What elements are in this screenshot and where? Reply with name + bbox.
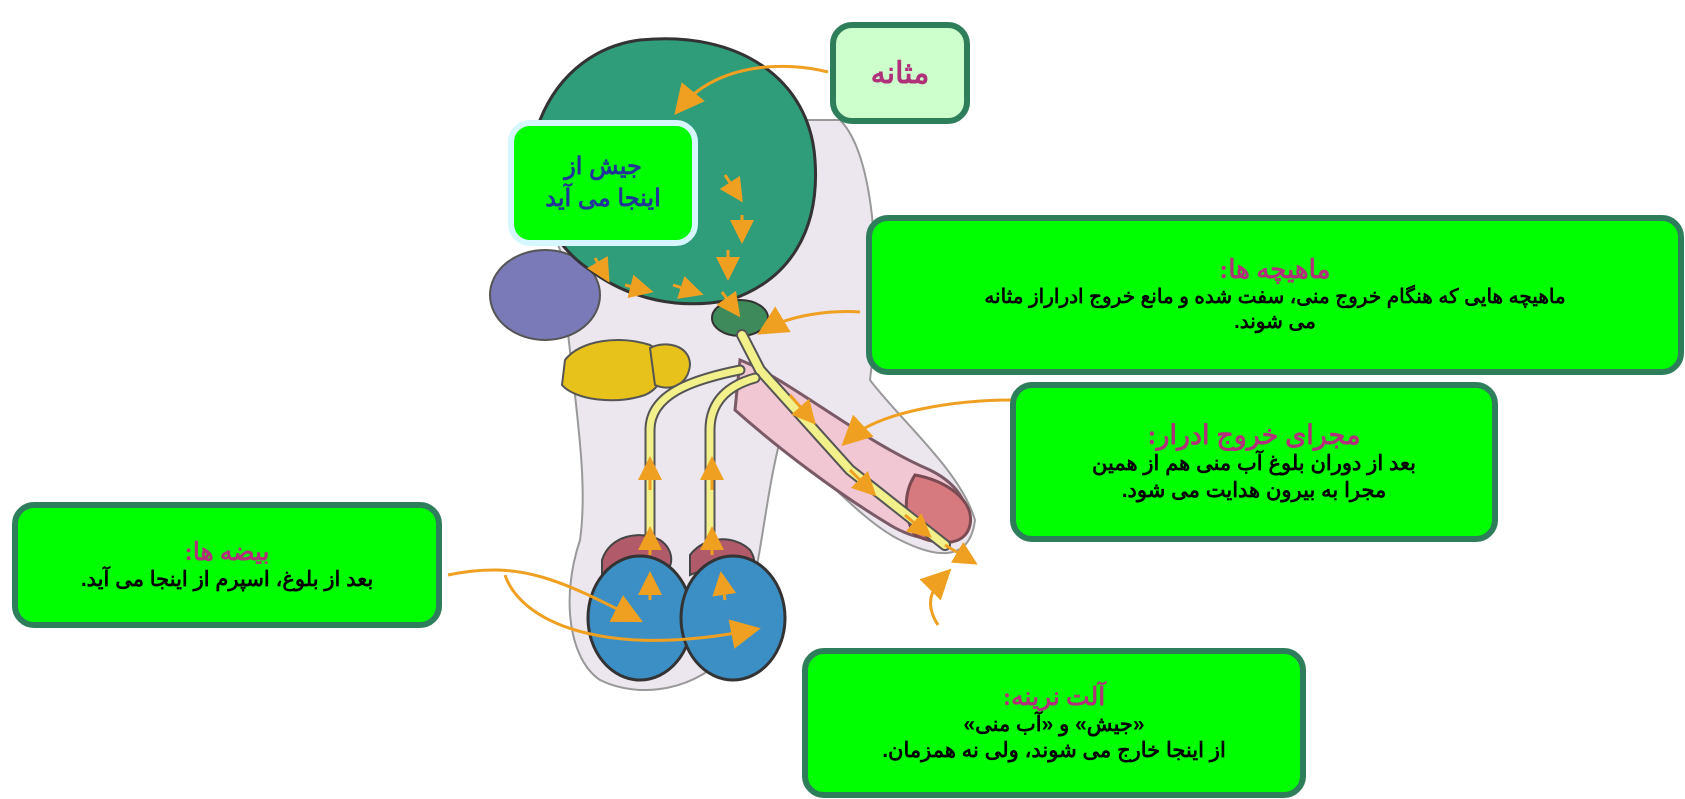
urethra-title: مجرای خروج ادرار:	[1147, 420, 1360, 451]
bladder-title: مثانه	[871, 56, 930, 91]
penis-title: آلت نرینه:	[1003, 682, 1105, 712]
urine-source-line-2: اینجا می آید	[545, 183, 661, 215]
prostate-gland-shape	[562, 340, 664, 400]
penis-label-box: آلت نرینه: «جیش» و «آب منی» از اینجا خار…	[802, 648, 1306, 798]
muscles-line-2: می شوند.	[1234, 310, 1316, 335]
urethra-label-box: مجرای خروج ادرار: بعد از دوران بلوغ آب م…	[1010, 382, 1498, 542]
penis-line-2: از اینجا خارج می شوند، ولی نه همزمان.	[882, 738, 1226, 764]
penis-line-1: «جیش» و «آب منی»	[963, 712, 1144, 738]
urine-source-line-1: جیش از	[564, 151, 642, 183]
penis-callout-arrow	[931, 575, 945, 625]
testes-title: بیضه ها:	[185, 537, 270, 567]
muscles-label-box: ماهیچه ها: ماهیچه هایی که هنگام خروج منی…	[866, 215, 1684, 375]
urethra-line-2: مجرا به بیرون هدایت می شود.	[1122, 478, 1387, 504]
muscles-line-1: ماهیچه هایی که هنگام خروج منی، سفت شده و…	[984, 285, 1565, 310]
testes-line-1: بعد از بلوغ، اسپرم از اینجا می آید.	[81, 567, 373, 593]
muscles-title: ماهیچه ها:	[1220, 255, 1331, 285]
testis-right	[681, 556, 785, 680]
testes-label-box: بیضه ها: بعد از بلوغ، اسپرم از اینجا می …	[12, 502, 442, 628]
bladder-label-box: مثانه	[830, 22, 970, 124]
testis-left	[588, 556, 692, 680]
urethra-line-1: بعد از دوران بلوغ آب منی هم از همین	[1092, 451, 1416, 477]
urine-source-label-box: جیش از اینجا می آید	[508, 120, 698, 246]
